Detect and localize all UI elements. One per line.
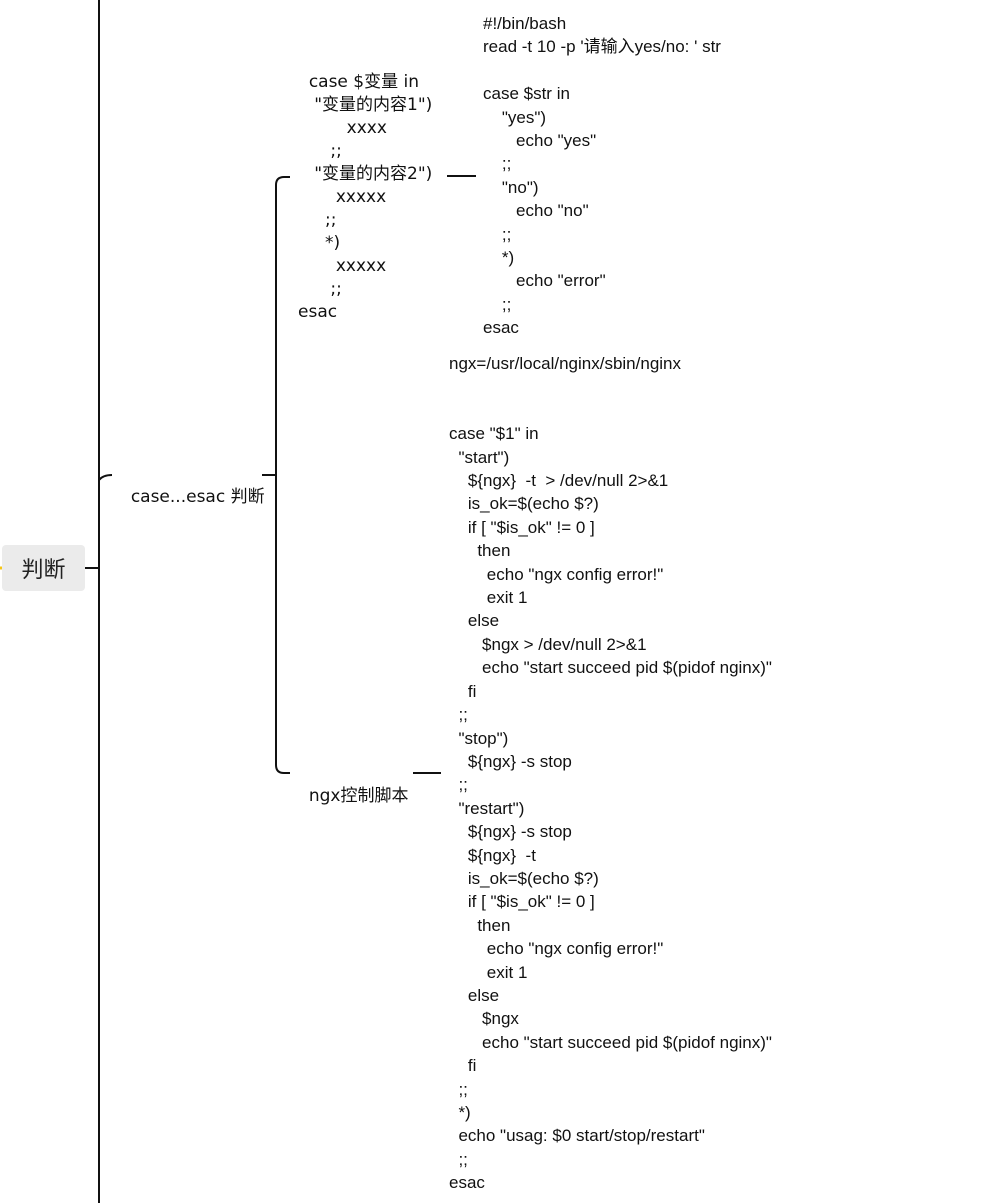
branch-label: case...esac 判断 [130,487,265,507]
child-node-ngx-script-label: ngx控制脚本 [308,786,409,806]
child-node-case-syntax[interactable]: case $变量 in "变量的内容1") xxxx ;; "变量的内容2") … [298,48,432,324]
detail-node-ngx-control-script[interactable]: ngx=/usr/local/nginx/sbin/nginx case "$1… [449,354,772,1193]
children-bracket [275,176,290,774]
branch-connector [98,474,113,481]
child-node-case-syntax-label: case $变量 in "变量的内容1") xxxx ;; "变量的内容2") … [298,72,433,322]
branch-node[interactable]: case...esac 判断 [120,463,265,509]
detail-node-yes-no-script[interactable]: #!/bin/bash read -t 10 -p '请输入yes/no: ' … [483,14,721,338]
root-label: 判断 [21,558,66,583]
root-node[interactable]: 判断 [2,545,85,591]
child-node-ngx-script[interactable]: ngx控制脚本 [298,762,409,808]
